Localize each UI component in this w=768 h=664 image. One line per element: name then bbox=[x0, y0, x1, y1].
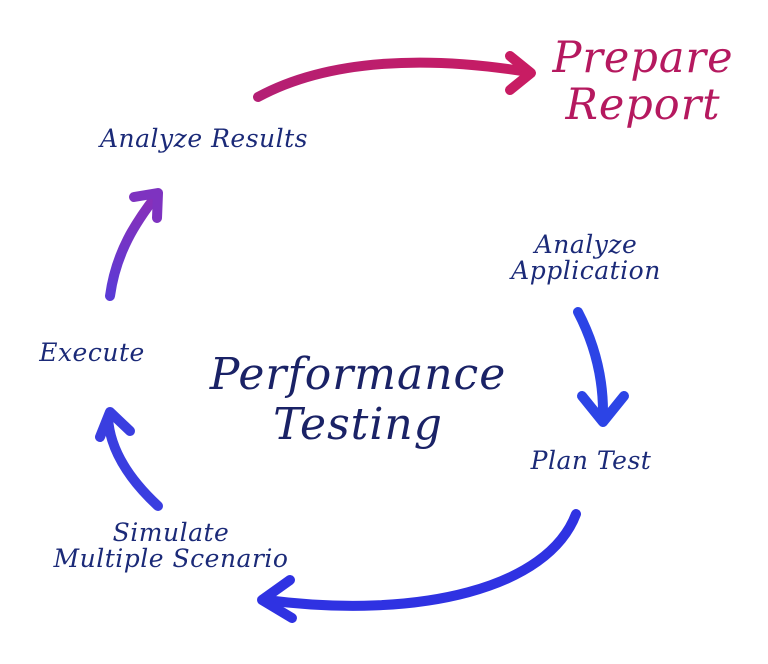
step-prepare-report-line1: Prepare bbox=[552, 33, 734, 83]
arrow-execute-to-results bbox=[105, 191, 161, 301]
step-plan-test: Plan Test bbox=[530, 446, 652, 475]
diagram-title-line2: Testing bbox=[273, 399, 443, 451]
step-prepare-report-line2: Report bbox=[565, 80, 721, 131]
step-analyze-application-line1: Analyze bbox=[534, 230, 638, 259]
step-analyze-results: Analyze Results bbox=[99, 124, 308, 153]
arrow-simulate-to-execute bbox=[103, 413, 163, 511]
arrow-results-to-report-head bbox=[505, 51, 536, 95]
arrow-plan-to-simulate-head bbox=[257, 575, 297, 623]
step-analyze-application: Analyze Application bbox=[478, 230, 694, 286]
step-simulate: Simulate Multiple Scenario bbox=[22, 518, 320, 574]
arrow-application-to-plan-head bbox=[577, 391, 629, 427]
arrow-application-to-plan bbox=[573, 307, 608, 417]
arrow-execute-to-results-head bbox=[129, 188, 163, 223]
diagram-title-line1: Performance bbox=[209, 349, 507, 400]
step-prepare-report: Prepare Report bbox=[528, 33, 758, 131]
step-analyze-application-line2: Application bbox=[511, 256, 661, 286]
diagram-title: Performance Testing bbox=[168, 349, 548, 451]
step-simulate-line2: Multiple Scenario bbox=[53, 544, 289, 574]
arrow-simulate-to-execute-head bbox=[95, 407, 135, 442]
arrow-results-to-report bbox=[253, 57, 533, 102]
step-simulate-line1: Simulate bbox=[112, 518, 230, 547]
step-execute: Execute bbox=[39, 338, 145, 367]
arrow-plan-to-simulate bbox=[261, 509, 581, 611]
